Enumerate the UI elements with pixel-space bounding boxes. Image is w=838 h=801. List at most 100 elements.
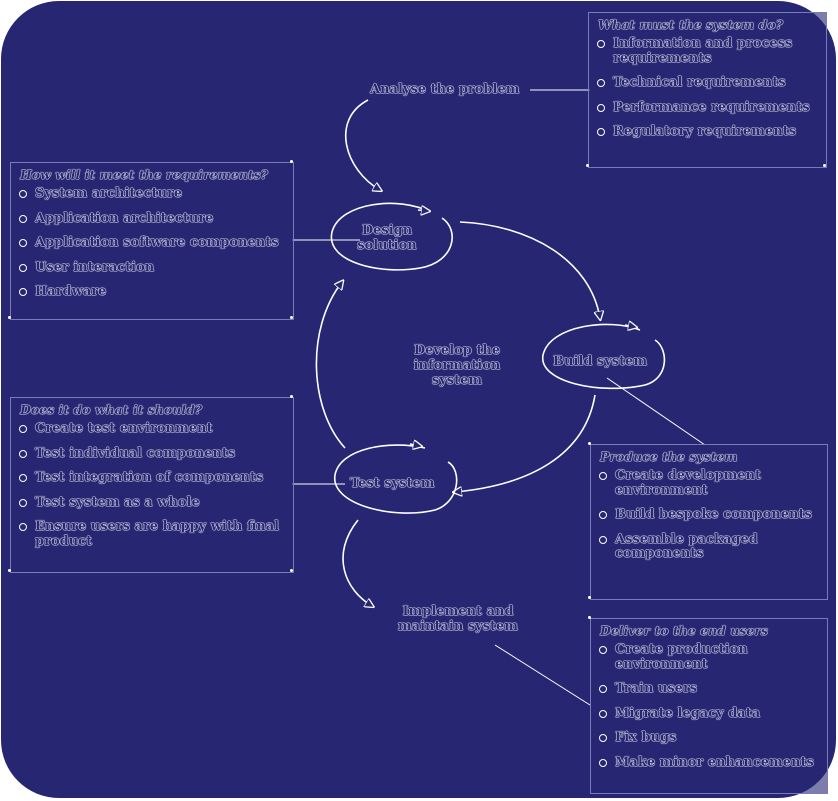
arrow-test-to-design (315, 282, 346, 449)
list-item-label: Information and process requirements (613, 36, 793, 66)
list-item: Application architecture (15, 210, 289, 227)
arrow-build-to-test (455, 394, 596, 492)
list-item-label: Ensure users are happy with final produc… (35, 519, 280, 549)
box-delivery-title: Deliver to the end users (600, 623, 768, 638)
box-design-title: How will it meet the requirements? (20, 167, 268, 182)
list-item: Information and process requirements (593, 36, 822, 66)
box-build: Produce the system Create development en… (590, 444, 828, 600)
build-ring (542, 323, 666, 390)
list-item-label: Hardware (35, 284, 107, 299)
list-item: Create test environment (15, 421, 289, 437)
box-testing-title: Does it do what it should? (20, 402, 203, 417)
corner-dot (290, 569, 293, 572)
list-item-label: Migrate legacy data (615, 705, 761, 721)
list-item: Test integration of components (15, 470, 289, 486)
box-delivery: Deliver to the end users Create producti… (590, 618, 828, 794)
box-design: How will it meet the requirements? Syste… (10, 162, 294, 320)
list-item-label: Build bespoke components (615, 507, 812, 522)
corner-dot (823, 164, 826, 167)
list-item-label: Application software components (35, 235, 279, 250)
list-item: Hardware (15, 284, 289, 300)
list-item: Create production environment (595, 642, 823, 672)
corner-dot (290, 395, 293, 398)
list-item: Ensure users are happy with final produc… (15, 519, 289, 549)
list-item: Regulatory requirements (593, 124, 822, 140)
list-item-label: Test individual components (35, 445, 236, 461)
corner-dot (290, 160, 293, 163)
bullet-icon (597, 79, 605, 87)
bullet-icon (19, 214, 27, 223)
corner-dot (588, 616, 591, 619)
list-item-label: User interaction (35, 259, 155, 275)
list-item: Test individual components (15, 445, 289, 462)
box-requirements-title: What must the system do? (598, 17, 784, 32)
corner-dot (586, 164, 589, 167)
bullet-icon (599, 709, 607, 718)
stage-implement-line2: maintain system (397, 619, 519, 634)
list-item: System architecture (15, 186, 289, 202)
list-item-label: Regulatory requirements (613, 124, 797, 139)
test-ring (334, 444, 458, 514)
stage-implement-line1: Implement and (402, 604, 514, 619)
stage-design-line2: solution (357, 238, 417, 253)
list-item: Migrate legacy data (595, 705, 823, 722)
list-item-label: Test integration of components (35, 470, 264, 485)
corner-dot (588, 442, 591, 445)
center-label: Develop the information system (413, 343, 501, 388)
list-item: Create development environment (595, 468, 823, 498)
bullet-icon (19, 263, 27, 272)
box-requirements: What must the system do? Information and… (588, 12, 827, 168)
box-build-title: Produce the system (600, 449, 738, 464)
design-ring (330, 202, 453, 271)
bullet-icon (19, 425, 27, 433)
list-item: Performance requirements (593, 99, 822, 116)
list-item-label: Assemble packaged components (615, 531, 758, 561)
bullet-icon (19, 449, 27, 458)
list-item-label: Application architecture (35, 210, 214, 226)
corner-dot (290, 316, 293, 319)
arrow-test-to-implement (342, 519, 372, 606)
bullet-icon (597, 103, 605, 112)
box-testing: Does it do what it should? Create test e… (10, 397, 294, 573)
list-item-label: Make minor enhancements (615, 754, 814, 770)
list-item: Application software components (15, 235, 289, 251)
list-item-label: Train users (615, 681, 698, 696)
list-item-label: Create development environment (615, 468, 762, 498)
bullet-icon (19, 239, 27, 247)
stage-test: Test system (350, 476, 435, 491)
list-item: Fix bugs (595, 730, 823, 746)
bullet-icon (599, 758, 607, 767)
list-item: Assemble packaged components (595, 531, 823, 562)
list-item: Technical requirements (593, 75, 822, 91)
list-item: Train users (595, 681, 823, 697)
list-item-label: Create test environment (35, 421, 213, 436)
list-item: Build bespoke components (595, 507, 823, 523)
bullet-icon (599, 734, 607, 742)
list-item: Make minor enhancements (595, 754, 823, 771)
stage-implement: Implement and maintain system (388, 604, 528, 634)
corner-dot (588, 596, 591, 599)
list-item-label: Create production environment (615, 642, 748, 672)
bullet-icon (599, 472, 607, 480)
corner-dot (8, 569, 11, 572)
stage-design-line1: Design (361, 223, 413, 238)
bullet-icon (599, 535, 607, 544)
list-item-label: Fix bugs (615, 730, 677, 745)
stage-analyse: Analyse the problem (370, 82, 520, 97)
list-item: Test system as a whole (15, 494, 289, 511)
list-item-label: Test system as a whole (35, 494, 200, 510)
stage-design: Design solution (352, 223, 422, 253)
corner-dot (8, 316, 11, 319)
bullet-icon (597, 40, 605, 48)
bullet-icon (19, 288, 27, 296)
list-item-label: Technical requirements (613, 75, 786, 90)
list-item-label: Performance requirements (613, 99, 810, 115)
bullet-icon (19, 190, 27, 198)
list-item: User interaction (15, 259, 289, 276)
bullet-icon (599, 511, 607, 519)
bullet-icon (19, 498, 27, 507)
arrow-analyse-to-design (344, 99, 380, 190)
bullet-icon (599, 646, 607, 654)
list-item-label: System architecture (35, 186, 183, 201)
